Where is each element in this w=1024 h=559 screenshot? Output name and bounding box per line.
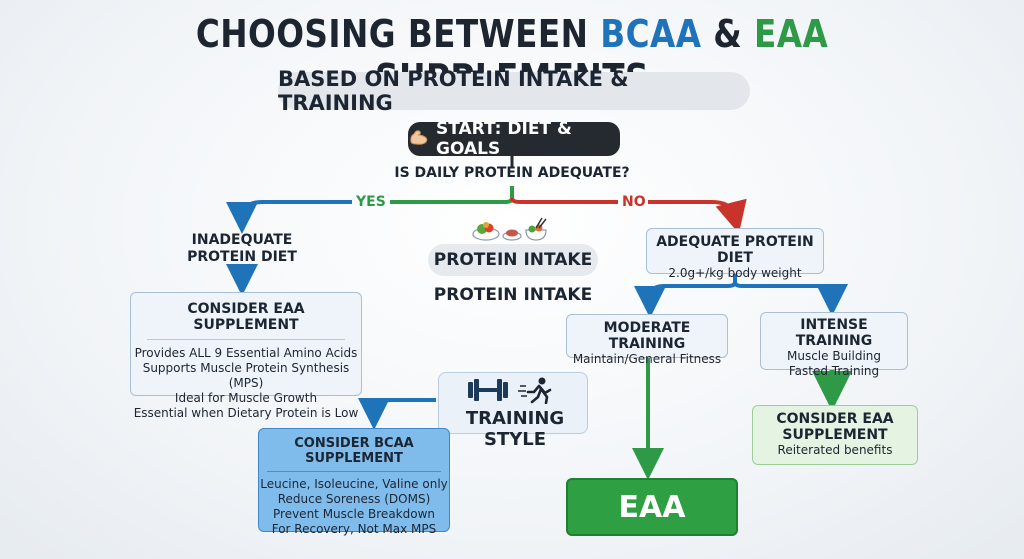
consider-eaa-line: Essential when Dietary Protein is Low <box>133 406 359 420</box>
protein-intake-pill: PROTEIN INTAKE <box>428 244 598 276</box>
training-style-box <box>438 372 588 434</box>
consider-eaa-heading: CONSIDER EAA SUPPLEMENT <box>147 301 345 340</box>
title-eaa: EAA <box>753 12 829 56</box>
consider-bcaa-line: Leucine, Isoleucine, Valine only <box>260 477 448 491</box>
question-label: IS DAILY PROTEIN ADEQUATE? <box>394 165 630 181</box>
yes-line <box>390 186 514 204</box>
flexed-bicep-icon <box>408 128 430 151</box>
food-plates-icon <box>472 216 556 246</box>
adequate-sub: 2.0g+/kg body weight <box>668 266 802 280</box>
consider-eaa-line: Ideal for Muscle Growth <box>174 391 318 405</box>
adequate-protein-box: ADEQUATE PROTEIN DIET 2.0g+/kg body weig… <box>646 228 824 280</box>
consider-bcaa-line: Prevent Muscle Breakdown <box>273 507 435 521</box>
no-label: NO <box>622 194 646 210</box>
intense-line: Fasted Training <box>788 364 880 378</box>
eaa-result-box: EAA <box>566 478 738 536</box>
start-node: START: DIET & GOALS <box>408 119 620 159</box>
yes-label: YES <box>356 194 386 210</box>
bcaa-arrow <box>358 398 436 430</box>
subtitle: BASED ON PROTEIN INTAKE & TRAINING <box>278 67 750 115</box>
intense-training-box: INTENSE TRAINING Muscle Building Fasted … <box>760 312 908 378</box>
consider-eaa-green-line2: SUPPLEMENT <box>782 427 888 443</box>
consider-eaa-box: CONSIDER EAA SUPPLEMENT Provides ALL 9 E… <box>130 292 362 420</box>
training-style-label: TRAINING STYLE <box>465 408 565 450</box>
consider-bcaa-box: CONSIDER BCAA SUPPLEMENT Leucine, Isoleu… <box>258 428 450 536</box>
intense-arrow <box>733 281 848 316</box>
moderate-training-box: MODERATE TRAINING Maintain/General Fitne… <box>566 314 728 366</box>
no-arrow <box>648 198 747 234</box>
consider-bcaa-line: Reduce Soreness (DOMS) <box>277 492 431 506</box>
no-line <box>510 197 618 204</box>
inadequate-line1: INADEQUATE <box>191 232 293 248</box>
title-part1: CHOOSING BETWEEN <box>195 12 589 56</box>
consider-bcaa-heading: CONSIDER BCAA SUPPLEMENT <box>267 436 441 472</box>
moderate-heading: MODERATE TRAINING <box>603 320 691 352</box>
dumbbell-runner-icon <box>466 376 562 408</box>
inadequate-line2: PROTEIN DIET <box>187 249 297 265</box>
start-label: START: DIET & GOALS <box>436 119 572 159</box>
yes-arrow <box>226 200 352 234</box>
adequate-heading: ADEQUATE PROTEIN DIET <box>656 234 814 266</box>
consider-eaa-green-sub: Reiterated benefits <box>777 443 893 457</box>
intense-heading: INTENSE TRAINING <box>795 317 873 349</box>
consider-eaa-line: Provides ALL 9 Essential Amino Acids <box>134 346 358 360</box>
consider-bcaa-line: For Recovery, Not Max MPS <box>271 522 437 536</box>
consider-eaa-green-line1: CONSIDER EAA <box>776 411 894 427</box>
title-bcaa: BCAA <box>600 12 702 56</box>
title-amp: & <box>713 12 743 56</box>
inadequate-node: INADEQUATE PROTEIN DIET <box>172 232 312 266</box>
moderate-sub: Maintain/General Fitness <box>572 352 722 366</box>
consider-eaa-green-box: CONSIDER EAA SUPPLEMENT Reiterated benef… <box>752 405 918 465</box>
consider-eaa-line: Supports Muscle Protein Synthesis (MPS) <box>142 361 350 390</box>
protein-intake-text: PROTEIN INTAKE <box>433 285 593 305</box>
intense-line: Muscle Building <box>786 349 882 363</box>
